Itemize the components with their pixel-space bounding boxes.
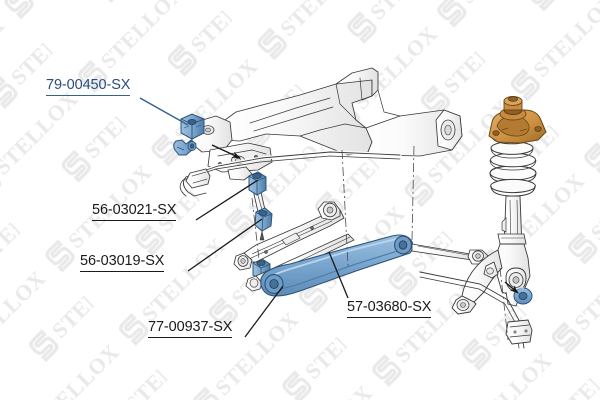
callout-label-57-03680-SX[interactable]: 57-03680-SX [347,300,431,318]
callout-label-77-00937-SX[interactable]: 77-00937-SX [148,320,232,338]
callout-label-56-03021-SX[interactable]: 56-03021-SX [92,203,176,221]
callout-label-79-00450-SX[interactable]: 79-00450-SX [46,78,130,96]
callout-label-56-03019-SX[interactable]: 56-03019-SX [80,254,164,272]
